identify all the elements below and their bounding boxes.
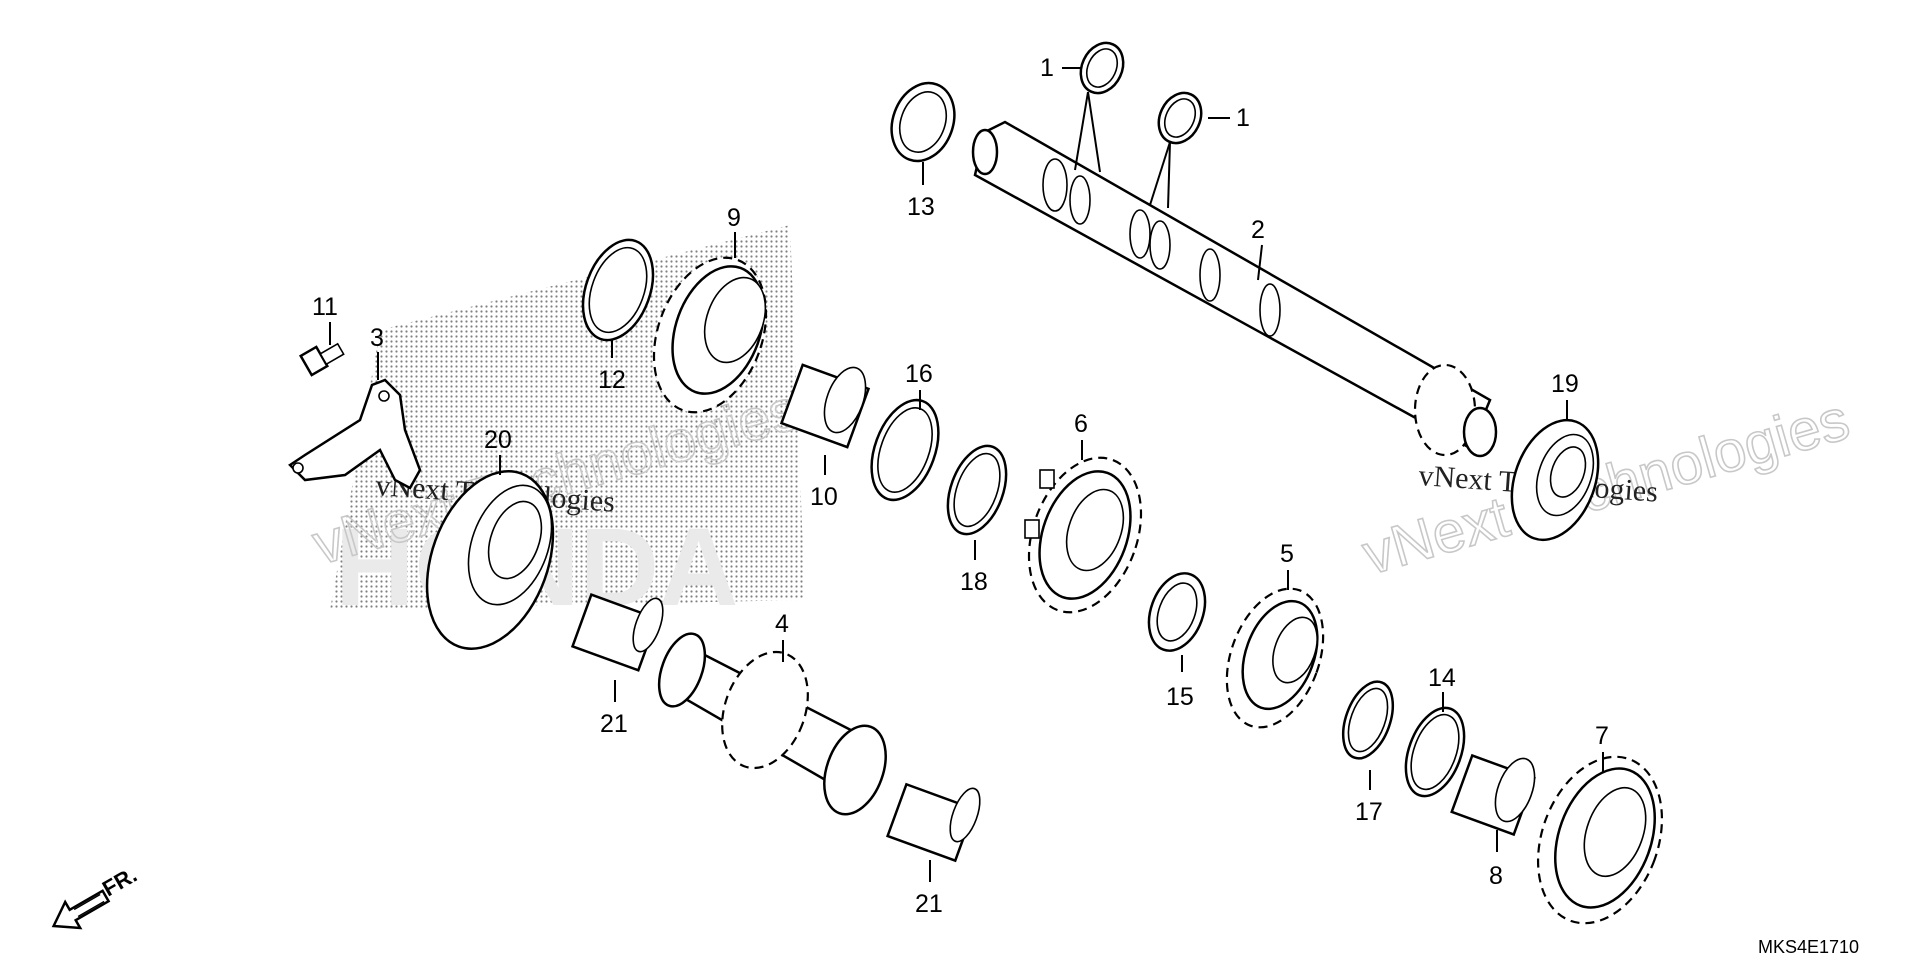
part-12-washer (581, 238, 655, 342)
callout-1-lower: 1 (1236, 104, 1250, 132)
callout-18: 18 (960, 568, 988, 596)
callout-1-upper: 1 (1040, 54, 1054, 82)
callout-7: 7 (1595, 722, 1609, 750)
callout-20: 20 (484, 426, 512, 454)
part-21-needle-bearing-upper (570, 593, 664, 672)
callout-9: 9 (727, 204, 741, 232)
part-1-circlip-upper (1079, 41, 1125, 95)
part-6-gear (1024, 456, 1143, 614)
front-direction-marker: FR. (51, 862, 141, 930)
part-13-washer (890, 81, 956, 163)
callout-11: 11 (312, 293, 338, 321)
diagram-code: MKS4E1710 (1758, 937, 1859, 957)
callout-10: 10 (810, 483, 838, 511)
front-arrow-icon (51, 889, 111, 930)
callout-12: 12 (598, 366, 626, 394)
part-10-collar (779, 363, 871, 449)
callout-15: 15 (1166, 683, 1194, 711)
callout-21-lower: 21 (915, 890, 943, 918)
part-8-collar (1450, 753, 1536, 837)
part-callouts: 1 1 2 3 4 5 6 7 8 9 10 11 12 13 14 15 16… (312, 54, 1609, 918)
callout-8: 8 (1489, 862, 1503, 890)
part-2-shaft (971, 120, 1498, 458)
part-3-bracket (288, 378, 422, 490)
callout-16: 16 (905, 360, 933, 388)
callout-19: 19 (1551, 370, 1579, 398)
callout-2: 2 (1251, 216, 1265, 244)
part-17-snap-ring (1341, 680, 1395, 760)
part-4-spline-gear (657, 632, 887, 816)
part-16-washer (870, 398, 940, 502)
callout-17: 17 (1355, 798, 1383, 826)
part-20-bearing (425, 470, 555, 650)
part-7-gear (1536, 755, 1664, 925)
part-1-circlip-lower (1157, 91, 1203, 145)
part-14-washer (1404, 706, 1466, 798)
callout-4: 4 (775, 610, 789, 638)
part-21-needle-bearing-lower (885, 782, 981, 863)
callout-5: 5 (1280, 540, 1294, 568)
callout-21-upper: 21 (600, 710, 628, 738)
part-18-snap-ring (946, 444, 1008, 536)
callout-14: 14 (1428, 664, 1456, 692)
callout-6: 6 (1074, 410, 1088, 438)
leader-lines (329, 67, 1604, 882)
part-9-gear (652, 256, 768, 414)
callout-3: 3 (370, 324, 384, 352)
part-19-bearing (1510, 418, 1600, 542)
part-5-gear (1225, 587, 1325, 729)
part-11-bolt (298, 342, 345, 377)
part-15-lock-washer (1147, 572, 1207, 652)
callout-13: 13 (907, 193, 935, 221)
